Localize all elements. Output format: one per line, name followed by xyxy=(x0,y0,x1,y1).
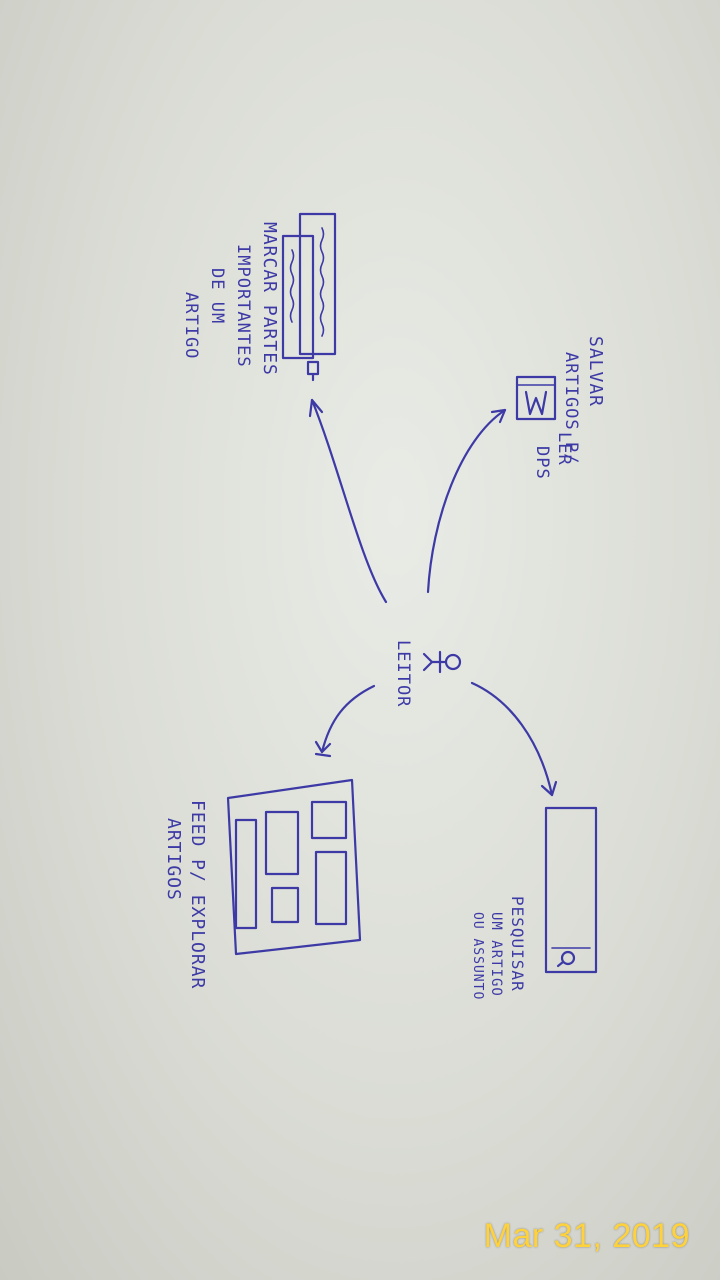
feed-node: FEED P/ EXPLORAR ARTIGOS xyxy=(163,778,362,989)
highlight-line-1: MARCAR PARTES xyxy=(259,222,280,376)
highlight-line-3: DE UM xyxy=(207,268,227,324)
saved-article-icon xyxy=(515,375,557,421)
highlighted-document-icon xyxy=(281,212,337,382)
search-bar-icon xyxy=(544,806,598,974)
search-line-2: UM ARTIGO xyxy=(488,912,504,997)
save-node: SALVAR ARTIGOS P/ LER DPS xyxy=(515,336,606,480)
highlight-node: MARCAR PARTES IMPORTANTES DE UM ARTIGO xyxy=(181,212,337,382)
save-line-2: ARTIGOS P/ xyxy=(561,352,581,464)
save-line-3: LER xyxy=(554,432,574,466)
arrows xyxy=(308,398,558,797)
reader-node: LEITOR xyxy=(393,640,462,707)
arrow-to-highlight xyxy=(310,398,388,604)
feed-grid-icon xyxy=(226,778,362,956)
marker-icon xyxy=(306,360,320,382)
reader-label: LEITOR xyxy=(393,640,413,707)
save-line-4: DPS xyxy=(532,446,552,480)
arrowhead-feed xyxy=(314,740,332,758)
search-node: PESQUISAR UM ARTIGO OU ASSUNTO xyxy=(470,806,598,1000)
highlight-line-4: ARTIGO xyxy=(181,292,201,359)
feed-line-2: ARTIGOS xyxy=(163,818,184,901)
save-line-1: SALVAR xyxy=(585,336,606,407)
arrow-to-search xyxy=(470,681,554,797)
arrow-to-feed xyxy=(320,684,376,754)
highlight-line-2: IMPORTANTES xyxy=(233,244,253,368)
arrowhead-highlight xyxy=(308,398,324,418)
arrowhead-search xyxy=(540,780,558,797)
search-line-1: PESQUISAR xyxy=(508,896,527,992)
arrowhead-save xyxy=(490,408,507,424)
arrow-to-save xyxy=(426,408,507,594)
stick-figure-icon xyxy=(422,650,462,674)
photo-date-stamp: Mar 31, 2019 xyxy=(483,1217,690,1255)
search-line-3: OU ASSUNTO xyxy=(470,912,485,1000)
magnifier-icon xyxy=(556,950,576,968)
feed-line-1: FEED P/ EXPLORAR xyxy=(187,800,208,989)
